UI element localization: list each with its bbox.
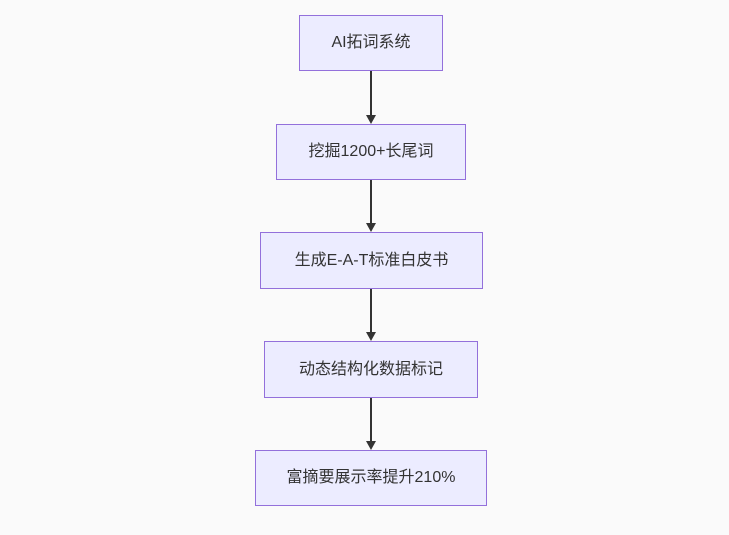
flowchart-node-2: 挖掘1200+长尾词 bbox=[276, 124, 466, 180]
flowchart-node-5: 富摘要展示率提升210% bbox=[255, 450, 487, 506]
edge-line bbox=[370, 398, 372, 447]
edge-arrow-2 bbox=[366, 180, 376, 232]
edge-line bbox=[370, 180, 372, 229]
edge-arrow-4 bbox=[366, 398, 376, 450]
arrowhead-down-icon bbox=[366, 332, 376, 341]
edge-arrow-1 bbox=[366, 71, 376, 124]
node-label: 富摘要展示率提升210% bbox=[286, 469, 456, 487]
node-label: 动态结构化数据标记 bbox=[298, 360, 443, 378]
node-label: 挖掘1200+长尾词 bbox=[308, 143, 434, 161]
edge-line bbox=[370, 71, 372, 121]
flowchart-node-3: 生成E-A-T标准白皮书 bbox=[260, 232, 483, 289]
arrowhead-down-icon bbox=[366, 223, 376, 232]
node-label: AI拓词系统 bbox=[331, 34, 411, 52]
arrowhead-down-icon bbox=[366, 115, 376, 124]
arrowhead-down-icon bbox=[366, 441, 376, 450]
flowchart-node-4: 动态结构化数据标记 bbox=[264, 341, 478, 398]
flowchart-node-1: AI拓词系统 bbox=[299, 15, 443, 71]
edge-arrow-3 bbox=[366, 289, 376, 341]
edge-line bbox=[370, 289, 372, 338]
node-label: 生成E-A-T标准白皮书 bbox=[294, 251, 449, 269]
